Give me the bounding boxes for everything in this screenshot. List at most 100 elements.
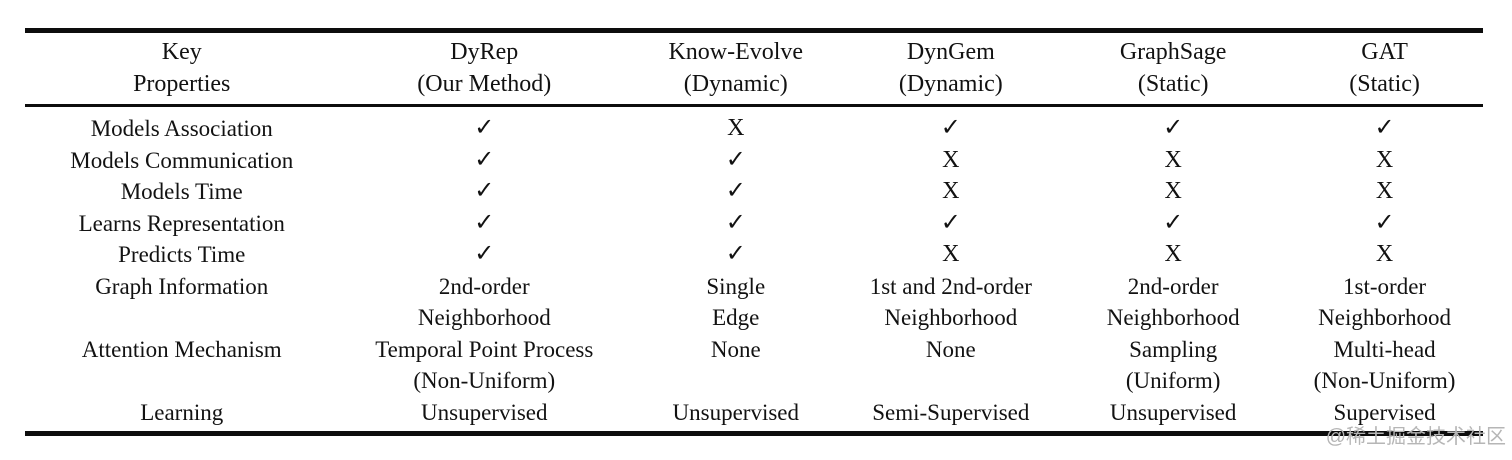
table-cell: ✓ bbox=[338, 239, 630, 271]
check-mark-icon: ✓ bbox=[474, 178, 495, 204]
cell-line: Multi-head bbox=[1333, 336, 1436, 362]
table-cell: X bbox=[1286, 239, 1483, 271]
check-mark-icon: ✓ bbox=[1163, 115, 1184, 141]
cross-mark-icon: X bbox=[942, 241, 960, 267]
table-cell: ✓ bbox=[338, 145, 630, 177]
check-mark-icon: ✓ bbox=[725, 241, 746, 267]
cross-mark-icon: X bbox=[1375, 241, 1394, 267]
table-cell: X bbox=[1060, 176, 1286, 208]
header-line: Key bbox=[161, 39, 202, 65]
table-cell: None bbox=[841, 334, 1060, 397]
table-cell: X bbox=[1286, 145, 1483, 177]
check-mark-icon: ✓ bbox=[1374, 209, 1395, 236]
table-cell: ✓ bbox=[338, 176, 630, 208]
table-row: Learns Representation✓✓✓✓✓ bbox=[25, 208, 1483, 240]
table-cell: X bbox=[841, 145, 1060, 177]
cell-line: Unsupervised bbox=[421, 399, 548, 425]
header-line: (Our Method) bbox=[417, 71, 552, 97]
table-cell: X bbox=[1060, 239, 1286, 271]
watermark: @稀土掘金技术社区 bbox=[1325, 426, 1506, 448]
table-header: Key Properties DyRep (Our Method) Know-E… bbox=[25, 30, 1483, 107]
table-cell: Unsupervised bbox=[1060, 397, 1286, 434]
cell-line: Neighborhood bbox=[1318, 305, 1451, 330]
row-label: Graph Information bbox=[95, 273, 269, 299]
table-cell: ✓ bbox=[1060, 208, 1286, 240]
table-cell: Sampling(Uniform) bbox=[1060, 334, 1286, 397]
table-cell: ✓ bbox=[1286, 106, 1483, 145]
table-cell: Unsupervised bbox=[338, 397, 630, 434]
cell-line: (Non-Uniform) bbox=[1313, 368, 1456, 393]
column-header-gat: GAT (Static) bbox=[1286, 30, 1483, 107]
check-mark-icon: ✓ bbox=[940, 115, 961, 141]
header-row: Key Properties DyRep (Our Method) Know-E… bbox=[25, 30, 1483, 107]
check-mark-icon: ✓ bbox=[1374, 115, 1395, 141]
check-mark-icon: ✓ bbox=[474, 146, 495, 173]
table-cell: Multi-head (Non-Uniform) bbox=[1286, 334, 1483, 397]
table-cell: X bbox=[841, 239, 1060, 271]
cross-mark-icon: X bbox=[942, 178, 960, 204]
table-cell: ✓ bbox=[630, 176, 841, 208]
cross-mark-icon: X bbox=[1375, 146, 1394, 173]
cell-line: Single bbox=[706, 273, 766, 299]
table-cell: ✓ bbox=[338, 106, 630, 145]
table-cell: None bbox=[630, 334, 841, 397]
table-cell: ✓ bbox=[841, 106, 1060, 145]
check-mark-icon: ✓ bbox=[940, 209, 961, 236]
table-body: Models Association✓X✓✓✓Models Communicat… bbox=[25, 106, 1483, 434]
column-header-know-evolve: Know-Evolve (Dynamic) bbox=[630, 30, 842, 107]
cell-line: 1st-order bbox=[1343, 273, 1427, 299]
header-line: DyRep bbox=[450, 39, 519, 65]
table-cell: ✓ bbox=[338, 208, 630, 240]
cell-line: 2nd-order bbox=[438, 273, 530, 299]
cell-line: Unsupervised bbox=[672, 399, 799, 425]
header-line: (Static) bbox=[1349, 71, 1420, 97]
row-label: Learning bbox=[140, 399, 224, 425]
check-mark-icon: ✓ bbox=[725, 146, 746, 173]
cross-mark-icon: X bbox=[1375, 178, 1394, 204]
cell-line: 2nd-order bbox=[1127, 273, 1219, 299]
row-label: Models Association bbox=[90, 116, 273, 141]
table-cell: X bbox=[1286, 176, 1483, 208]
table-cell: X bbox=[1060, 145, 1286, 177]
header-line: (Dynamic) bbox=[683, 71, 788, 97]
cell-line: None bbox=[925, 336, 976, 362]
cell-line: 1st and 2nd-order bbox=[869, 273, 1032, 299]
row-label: Models Time bbox=[120, 179, 243, 204]
cell-line: Neighborhood bbox=[417, 305, 551, 330]
row-label: Predicts Time bbox=[118, 242, 246, 267]
header-line: Know-Evolve bbox=[668, 39, 804, 65]
cross-mark-icon: X bbox=[1164, 241, 1182, 267]
table-cell: Temporal Point Process(Non-Uniform) bbox=[338, 334, 630, 397]
check-mark-icon: ✓ bbox=[725, 178, 746, 204]
check-mark-icon: ✓ bbox=[1163, 209, 1184, 236]
cell-line: Edge bbox=[712, 305, 760, 330]
table-cell: X bbox=[841, 176, 1060, 208]
cross-mark-icon: X bbox=[727, 115, 745, 141]
header-line: GraphSage bbox=[1119, 39, 1227, 65]
header-line: (Static) bbox=[1137, 71, 1209, 97]
comparison-table: Key Properties DyRep (Our Method) Know-E… bbox=[25, 28, 1483, 436]
table-cell: ✓ bbox=[1286, 208, 1483, 240]
table-cell: ✓ bbox=[630, 145, 841, 177]
cross-mark-icon: X bbox=[1164, 146, 1182, 173]
header-line: Properties bbox=[133, 71, 231, 97]
row-label: Learns Representation bbox=[78, 210, 285, 236]
row-label: Attention Mechanism bbox=[81, 336, 282, 362]
table-cell: X bbox=[630, 106, 841, 145]
check-mark-icon: ✓ bbox=[474, 115, 495, 141]
table-cell: ✓ bbox=[630, 239, 841, 271]
cell-line: (Uniform) bbox=[1125, 368, 1221, 393]
cell-line: Supervised bbox=[1333, 399, 1436, 425]
header-line: (Dynamic) bbox=[898, 71, 1003, 97]
table-cell: Unsupervised bbox=[630, 397, 841, 434]
column-header-dyngem: DynGem (Dynamic) bbox=[841, 30, 1061, 107]
table-row: Attention Mechanism Temporal Point Proces… bbox=[25, 334, 1483, 397]
header-line: DynGem bbox=[906, 39, 995, 65]
table-cell: ✓ bbox=[630, 208, 841, 240]
